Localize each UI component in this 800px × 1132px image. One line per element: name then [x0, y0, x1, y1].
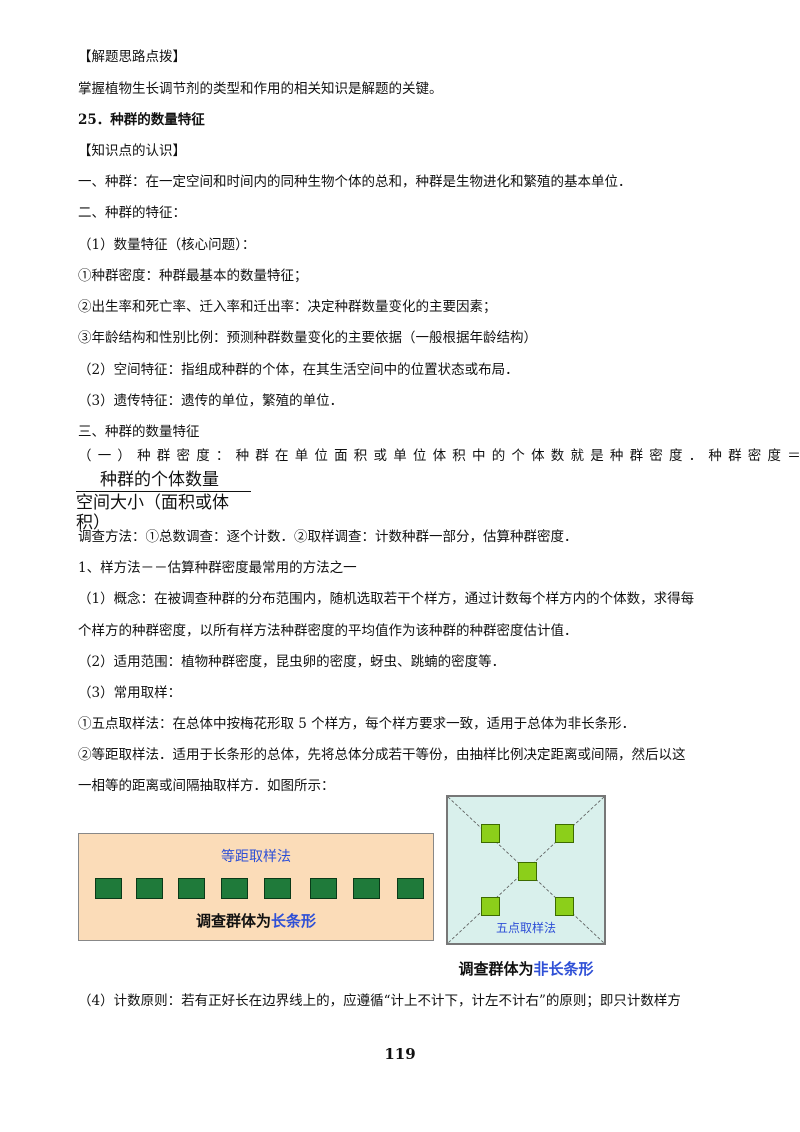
- paragraph: 个样方的种群密度，以所有样方法种群密度的平均值作为该种群的种群密度估计值．: [78, 623, 578, 639]
- quadrat-square: [95, 878, 122, 899]
- quadrat-square: [136, 878, 163, 899]
- paragraph: （一）种群密度：种群在单位面积或单位体积中的个体数就是种群密度．种群密度＝: [78, 448, 800, 464]
- hint-heading: 【解题思路点拨】: [78, 49, 186, 65]
- paragraph: 调查方法：①总数调查：逐个计数．②取样调查：计数种群一部分，估算种群密度．: [78, 529, 578, 545]
- fraction-bar: [76, 491, 251, 492]
- figure-caption: 调查群体为非长条形: [446, 958, 606, 979]
- formula-denominator: 空间大小（面积或体积）: [76, 493, 229, 533]
- caption-highlight: 非长条形: [533, 960, 594, 978]
- figure-caption: 调查群体为长条形: [79, 910, 433, 931]
- section-title: 25．种群的数量特征: [78, 112, 205, 128]
- paragraph: ③年龄结构和性别比例：预测种群数量变化的主要依据（一般根据年龄结构）: [78, 330, 537, 346]
- quadrat-square: [178, 878, 205, 899]
- knowledge-heading: 【知识点的认识】: [78, 143, 186, 159]
- quadrat-square: [397, 878, 424, 899]
- figure-label: 五点取样法: [495, 921, 556, 935]
- page-number: 119: [384, 1045, 416, 1063]
- hint-text: 掌握植物生长调节剂的类型和作用的相关知识是解题的关键。: [78, 81, 443, 97]
- paragraph: （1）概念：在被调查种群的分布范围内，随机选取若干个样方，通过计数每个样方内的个…: [78, 591, 695, 607]
- caption-prefix: 调查群体为: [195, 912, 271, 930]
- quadrat-square: [221, 878, 248, 899]
- paragraph: ①种群密度：种群最基本的数量特征；: [78, 268, 308, 284]
- paragraph: 二、种群的特征：: [78, 205, 186, 221]
- quadrat-square: [555, 824, 574, 843]
- paragraph: （3）常用取样：: [78, 685, 182, 701]
- paragraph: （4）计数原则：若有正好长在边界线上的，应遵循“计上不计下，计左不计右”的原则；…: [78, 993, 681, 1009]
- paragraph: 三、种群的数量特征: [78, 424, 200, 440]
- paragraph: （1）数量特征（核心问题）：: [78, 237, 256, 253]
- paragraph: 一、种群：在一定空间和时间内的同种生物个体的总和，种群是生物进化和繁殖的基本单位…: [78, 174, 632, 190]
- caption-highlight: 长条形: [271, 912, 317, 930]
- quadrat-square: [481, 824, 500, 843]
- paragraph: （2）适用范围：植物种群密度，昆虫卵的密度，蚜虫、跳蝻的密度等．: [78, 654, 506, 670]
- paragraph: ①五点取样法：在总体中按梅花形取 5 个样方，每个样方要求一致，适用于总体为非长…: [78, 716, 636, 732]
- quadrat-square: [310, 878, 337, 899]
- quadrat-square: [555, 897, 574, 916]
- quadrat-square: [353, 878, 380, 899]
- quadrat-square: [518, 862, 537, 881]
- paragraph: （2）空间特征：指组成种群的个体，在其生活空间中的位置状态或布局．: [78, 362, 519, 378]
- quadrat-square: [264, 878, 291, 899]
- paragraph: 一相等的距离或间隔抽取样方．如图所示：: [78, 778, 335, 794]
- figure-title: 等距取样法: [221, 849, 291, 865]
- five-point-sampling-figure: 五点取样法: [446, 795, 606, 945]
- paragraph: （3）遗传特征：遗传的单位，繁殖的单位．: [78, 393, 344, 409]
- quadrat-square: [481, 897, 500, 916]
- paragraph: ②等距取样法．适用于长条形的总体，先将总体分成若干等份，由抽样比例决定距离或间隔…: [78, 747, 686, 763]
- paragraph: ②出生率和死亡率、迁入率和迁出率：决定种群数量变化的主要因素；: [78, 299, 497, 315]
- caption-prefix: 调查群体为: [458, 960, 534, 978]
- equidistant-sampling-figure: 等距取样法 调查群体为长条形: [78, 833, 434, 941]
- density-formula: 种群的个体数量 空间大小（面积或体积）: [76, 470, 251, 533]
- paragraph: 1、样方法－－估算种群密度最常用的方法之一: [78, 560, 357, 576]
- formula-numerator: 种群的个体数量: [100, 470, 219, 490]
